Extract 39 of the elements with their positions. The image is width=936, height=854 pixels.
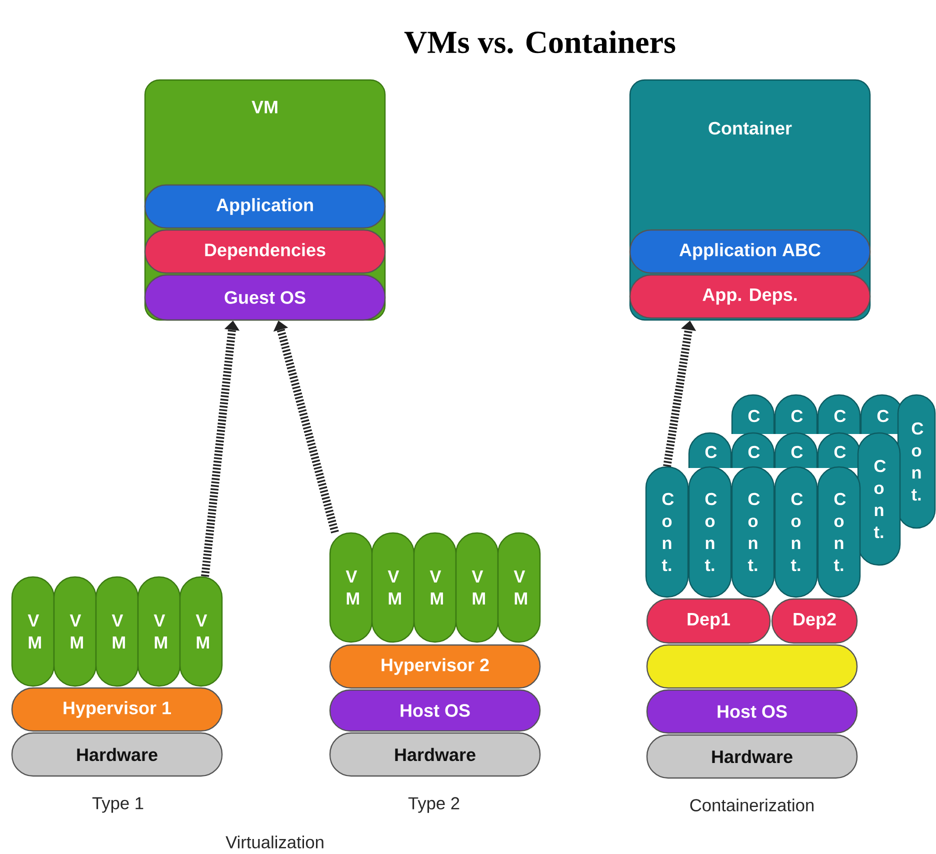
container-pill: C [731, 394, 775, 435]
layer-pill: Hardware [11, 732, 223, 777]
layer-pill: Guest OS [144, 274, 386, 321]
caption-text: Containerization [690, 798, 814, 812]
layer-pill: App. Deps. [629, 274, 871, 319]
vm-pill: V M [371, 532, 415, 643]
vm-pill: V M [53, 576, 97, 687]
vm-pill: V M [455, 532, 499, 643]
container-pill: C [817, 432, 861, 469]
layer-pill: Hypervisor 1 [11, 687, 223, 732]
vm-pill: V M [95, 576, 139, 687]
layer-pill: Hardware [646, 734, 858, 779]
container-pill: C [817, 394, 861, 435]
caption-text: Type 1 [92, 797, 144, 813]
caption-text: Type 2 [408, 797, 460, 813]
caption-text: Virtualization [226, 836, 324, 848]
layer-pill: Hypervisor 2 [329, 644, 541, 689]
layer-pill: Application ABC [629, 229, 871, 274]
layer-pill: Dep2 [771, 598, 858, 644]
layer-pill: Host OS [329, 689, 541, 732]
container-pill: C [774, 432, 818, 469]
vm-pill: V M [137, 576, 181, 687]
vm-pill: V M [329, 532, 373, 643]
layer-pill: Dep1 [646, 598, 771, 644]
container-pill: C [774, 394, 818, 435]
container-pill: C o n t. [645, 466, 689, 598]
layer-pill: Hardware [329, 732, 541, 777]
vm-pill: V M [413, 532, 457, 643]
node-label: C o n t. [911, 422, 924, 501]
vm-pill: V M [11, 576, 55, 687]
container-pill: C [731, 432, 775, 469]
layer-pill: Dependencies [144, 229, 386, 274]
layer-pill [646, 644, 858, 689]
vm-pill: V M [179, 576, 223, 687]
layer-pill: Application [144, 184, 386, 229]
layer-pill: Host OS [646, 689, 858, 734]
vm-pill: V M [497, 532, 541, 643]
title: VMs vs. Containers [404, 30, 676, 54]
container-pill: C [688, 432, 732, 469]
